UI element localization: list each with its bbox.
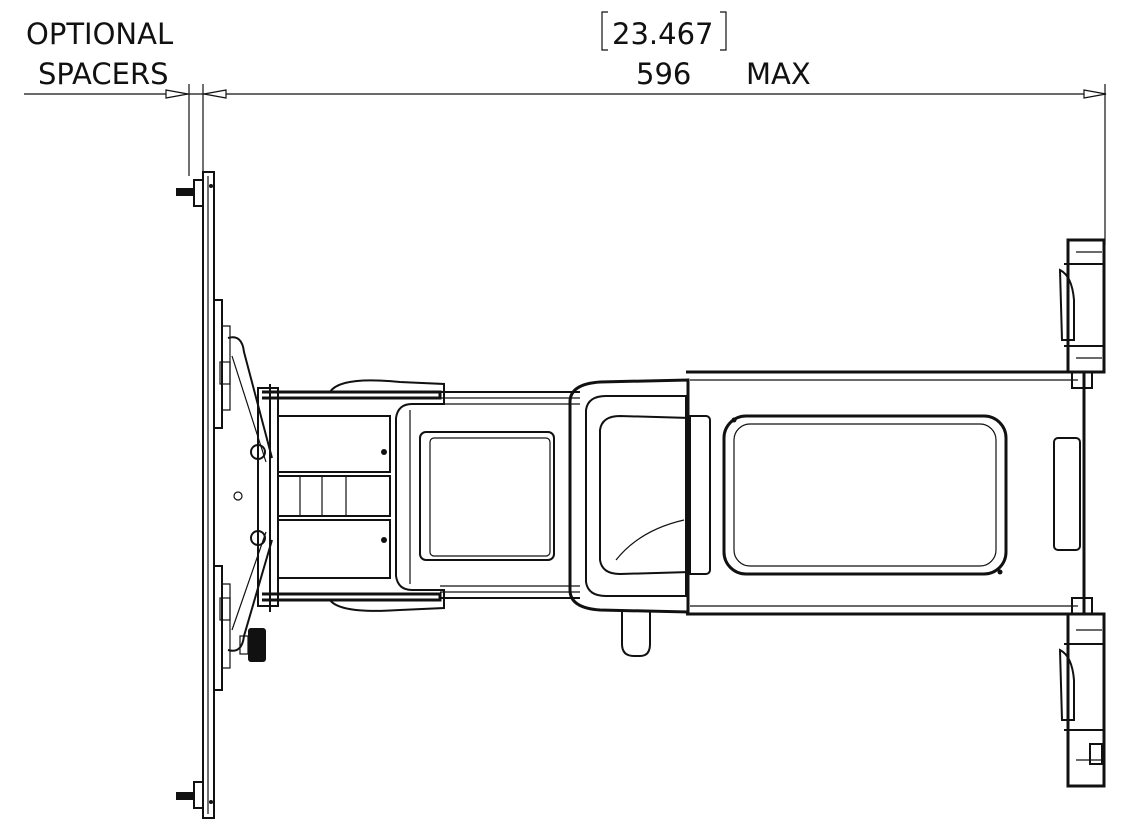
optional-label: OPTIONAL bbox=[26, 17, 173, 51]
wall-plate bbox=[176, 171, 243, 819]
dimension-lines bbox=[24, 84, 1107, 245]
middle-arm bbox=[419, 391, 580, 599]
inch-dimension: 23.467 bbox=[601, 11, 727, 51]
tv-head bbox=[1058, 238, 1106, 788]
mm-value: 596 bbox=[636, 57, 691, 91]
max-label: MAX bbox=[746, 57, 811, 91]
outer-arm bbox=[685, 370, 1086, 616]
wall-hinge bbox=[227, 336, 273, 662]
inch-value: 23.467 bbox=[612, 17, 713, 51]
elbow-joint bbox=[568, 378, 691, 657]
first-arm bbox=[257, 379, 445, 612]
spacers-label: SPACERS bbox=[38, 57, 169, 91]
